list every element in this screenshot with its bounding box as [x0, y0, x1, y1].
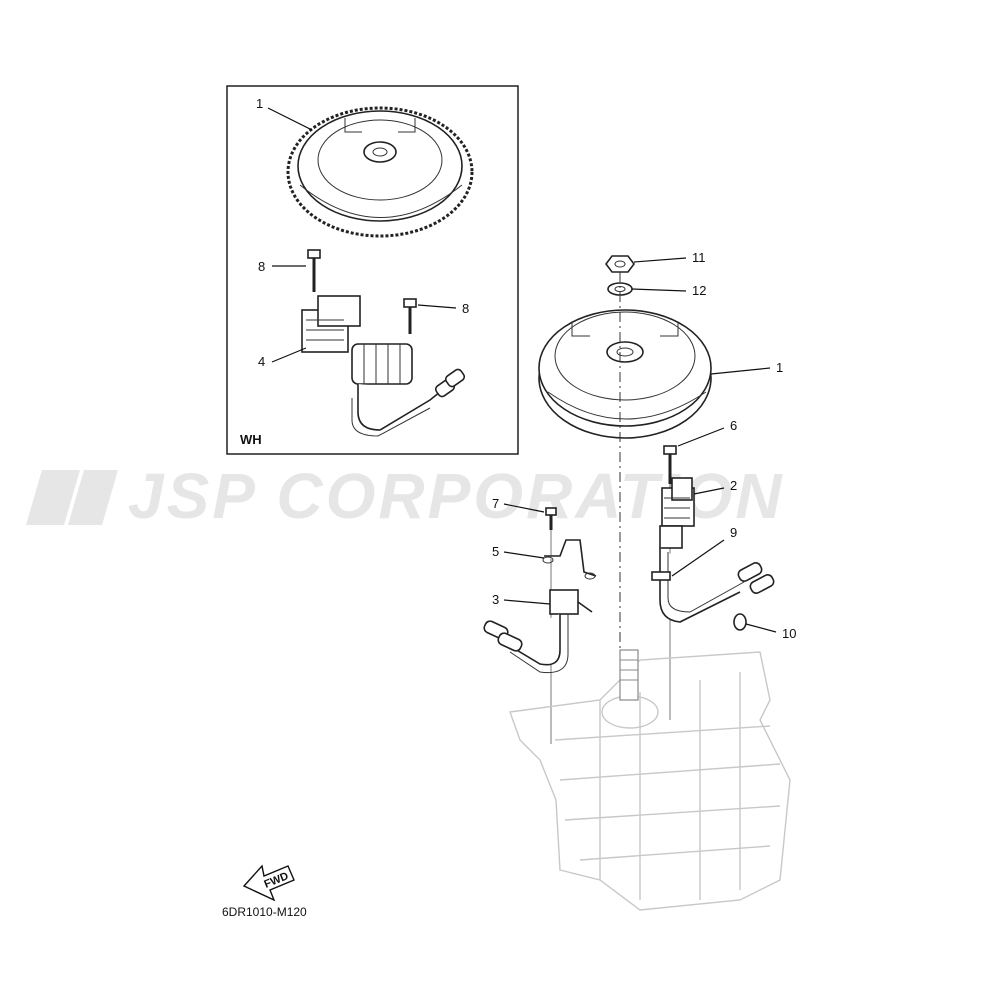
watermark-logo-mark-2 — [68, 470, 118, 525]
callout-bolt: 6 — [730, 418, 737, 433]
inset-callouts: 1 8 8 4 WH — [240, 96, 469, 447]
callout-nut: 11 — [692, 250, 706, 265]
flywheel — [538, 309, 712, 439]
drawing-code: 6DR1010-M120 — [222, 905, 307, 919]
callout-inset-bolt-left: 8 — [258, 259, 265, 274]
main-callouts: 11 12 1 6 2 9 10 7 5 3 — [492, 250, 796, 641]
watermark-logo-mark — [26, 470, 80, 525]
callout-inset-bolt-right: 8 — [462, 301, 469, 316]
nut — [605, 255, 635, 273]
callout-sensor: 3 — [492, 592, 499, 607]
callout-inset-coil: 4 — [258, 354, 265, 369]
callout-pulser-coil: 2 — [730, 478, 737, 493]
clamp-and-harness — [651, 548, 775, 623]
inset-box — [226, 85, 519, 455]
pulser-coil — [659, 477, 695, 549]
callout-bolt-small: 7 — [492, 496, 499, 511]
inset-bolt-left — [307, 249, 321, 292]
fwd-arrow: FWD — [242, 864, 295, 902]
engine-block — [509, 649, 791, 911]
grommet — [733, 613, 747, 631]
inset-coil — [301, 295, 466, 437]
inset-flywheel — [286, 106, 474, 238]
callout-inset-flywheel: 1 — [256, 96, 263, 111]
holder — [542, 539, 597, 580]
callout-holder: 5 — [492, 544, 499, 559]
callout-flywheel: 1 — [776, 360, 783, 375]
callout-grommet: 10 — [782, 626, 796, 641]
inset-bolt-right — [403, 298, 417, 334]
sensor — [483, 589, 593, 674]
callout-clamp: 9 — [730, 525, 737, 540]
callout-washer: 12 — [692, 283, 706, 298]
inset-variant-label: WH — [240, 432, 262, 447]
